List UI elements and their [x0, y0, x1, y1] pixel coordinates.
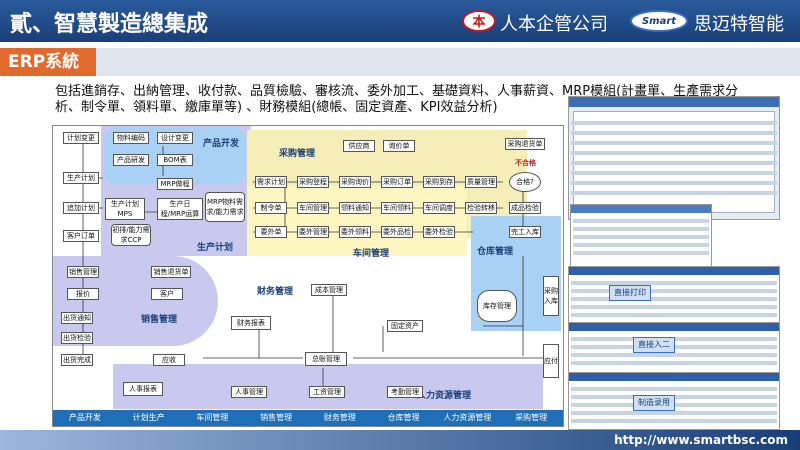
box-outsource-mgmt: 委外管理	[297, 226, 329, 238]
tab-warehouse[interactable]: 仓库管理	[387, 413, 420, 422]
box-work-order: 制令单	[255, 202, 287, 214]
box-purchase-stock: 采购到存	[423, 176, 455, 188]
box-product-rnd: 产品研发	[113, 154, 149, 166]
box-outsource-inspect: 委外检验	[423, 226, 455, 238]
box-cost-mgmt: 成本管理	[311, 284, 347, 296]
tab-product[interactable]: 产品开发	[68, 413, 101, 422]
box-inquiry: 询价单	[383, 140, 415, 152]
label-finance: 财务管理	[257, 287, 294, 297]
box-sales-return: 销售退货单	[151, 266, 191, 278]
box-sales-mgmt: 销售管理	[67, 266, 99, 278]
box-ship-inspect: 出货检验	[61, 332, 93, 344]
label-purchase: 采购管理	[279, 149, 316, 159]
box-outsource-qc: 委外品检	[381, 226, 413, 238]
erp-screenshot-table2: 直接入二	[568, 322, 780, 374]
tab-hr[interactable]: 人力资源管理	[443, 413, 492, 422]
box-customer-order: 客户订单	[63, 230, 99, 242]
box-finished-stock: 完工入库	[509, 226, 541, 238]
callout-direct-print: 直接打印	[609, 285, 651, 301]
box-payable: 应付	[543, 344, 559, 378]
box-mps: 生产计划MPS	[105, 198, 145, 220]
box-workshop-picking: 车间领料	[381, 202, 413, 214]
label-unqualified: 不合格	[515, 159, 536, 167]
tab-plan[interactable]: 计划生产	[132, 413, 165, 422]
box-quality: 质量管理	[465, 176, 497, 188]
box-hr-report: 人事报表	[123, 382, 163, 396]
box-ship-notice: 出货通知	[61, 312, 93, 324]
footer-url[interactable]: http://www.smartbsc.com	[614, 433, 788, 447]
box-quote: 报价	[67, 288, 99, 300]
callout-direct-entry: 直接入二	[633, 337, 675, 353]
box-finance-report: 财务报表	[231, 316, 271, 330]
erp-flow-diagram: 产品开发 采购管理 生产计划 车间管理 仓库管理 财务管理 销售管理 人力资源管…	[52, 125, 564, 427]
box-supplier: 供应商	[343, 140, 375, 152]
box-inventory: 库存管理	[477, 290, 517, 322]
erp-screenshot-form	[570, 204, 712, 268]
box-general-ledger: 总账管理	[305, 352, 347, 366]
label-product: 产品开发	[203, 139, 240, 149]
box-demand-plan: 需求计划	[255, 176, 287, 188]
renben-logo: 本 人本企管公司	[462, 8, 622, 35]
erp-screenshot-table1: 直接打印	[568, 266, 780, 324]
box-outsource-order: 委外单	[255, 226, 287, 238]
section-bar	[0, 48, 800, 76]
box-payroll: 工资管理	[309, 386, 345, 398]
box-mrp-calc: 生产日程/MRP运算	[157, 198, 203, 220]
flow-connectors	[82, 142, 543, 391]
box-receivable: 应收	[153, 354, 185, 366]
box-outsource-picking: 委外领料	[339, 226, 371, 238]
renben-logo-name: 人本企管公司	[500, 14, 608, 35]
box-purchase-order: 采购订单	[381, 176, 413, 188]
region-workshop	[247, 186, 467, 256]
box-product-inspect: 成品检验	[509, 202, 541, 214]
tab-purchase[interactable]: 采购管理	[515, 413, 548, 422]
label-production: 生产计划	[197, 243, 234, 253]
box-picking-notice: 领料通知	[339, 202, 371, 214]
erp-screenshot-table3: 制造录用	[568, 372, 780, 430]
box-qualified: 合格?	[509, 172, 541, 192]
box-extra-plan: 追加计划	[63, 202, 99, 214]
header-bar: 貳、智慧製造總集成 本 人本企管公司 Smart 思迈特智能	[0, 0, 800, 42]
renben-logo-mark: 本	[462, 10, 496, 32]
tab-workshop[interactable]: 车间管理	[196, 413, 229, 422]
module-tab-bar: 产品开发 计划生产 车间管理 销售管理 财务管理 仓库管理 人力资源管理 采购管…	[53, 410, 563, 426]
label-hr: 人力资源管理	[417, 391, 472, 401]
label-workshop: 车间管理	[353, 249, 390, 259]
section-tag: ERP系統	[0, 48, 96, 76]
box-workshop-dispatch: 车间调度	[423, 202, 455, 214]
box-attendance: 考勤管理	[387, 386, 423, 398]
smart-logo-name: 思迈特智能	[694, 14, 784, 35]
box-customer: 客户	[151, 288, 183, 300]
box-purchase-inquiry: 采购询价	[339, 176, 371, 188]
box-material-code: 物料编码	[113, 132, 149, 144]
tab-finance[interactable]: 财务管理	[323, 413, 356, 422]
smart-logo-mark: Smart	[630, 10, 688, 32]
label-sales: 销售管理	[141, 315, 178, 325]
page-title: 貳、智慧製造總集成	[10, 12, 209, 37]
box-fixed-assets: 固定资产	[387, 320, 423, 332]
label-warehouse: 仓库管理	[477, 247, 514, 257]
box-mrp-base: MRP做程	[157, 178, 193, 190]
box-plan-change: 计划变更	[63, 132, 99, 144]
box-mrp-demand: MRP物料需求/能力需求	[205, 192, 245, 222]
box-ship-done: 出货完成	[61, 354, 93, 366]
box-inspect-transfer: 检验转移	[465, 202, 497, 214]
box-purchase-in: 采购入库	[543, 276, 559, 316]
footer-bar: http://www.smartbsc.com	[0, 430, 800, 450]
box-purchase-return: 采购退货单	[505, 138, 545, 150]
tab-sales[interactable]: 销售管理	[260, 413, 293, 422]
section-description: 包括進銷存、出納管理、收付款、品質檢驗、審核流、委外加工、基礎資料、人事薪資、M…	[55, 84, 739, 115]
smart-logo: Smart 思迈特智能	[630, 8, 800, 35]
callout-manufacture: 制造录用	[633, 395, 675, 411]
box-workshop-mgmt: 车间管理	[297, 202, 329, 214]
box-purchase-entry: 采购登程	[297, 176, 329, 188]
box-bom: BOM表	[157, 154, 193, 166]
erp-screenshot-main	[568, 96, 780, 220]
box-production-plan: 生产计划	[63, 172, 99, 184]
box-hr-mgmt: 人事管理	[231, 386, 267, 398]
box-ccp: 初排/能力需求CCP	[111, 224, 151, 246]
box-design-change: 设计变更	[157, 132, 193, 144]
